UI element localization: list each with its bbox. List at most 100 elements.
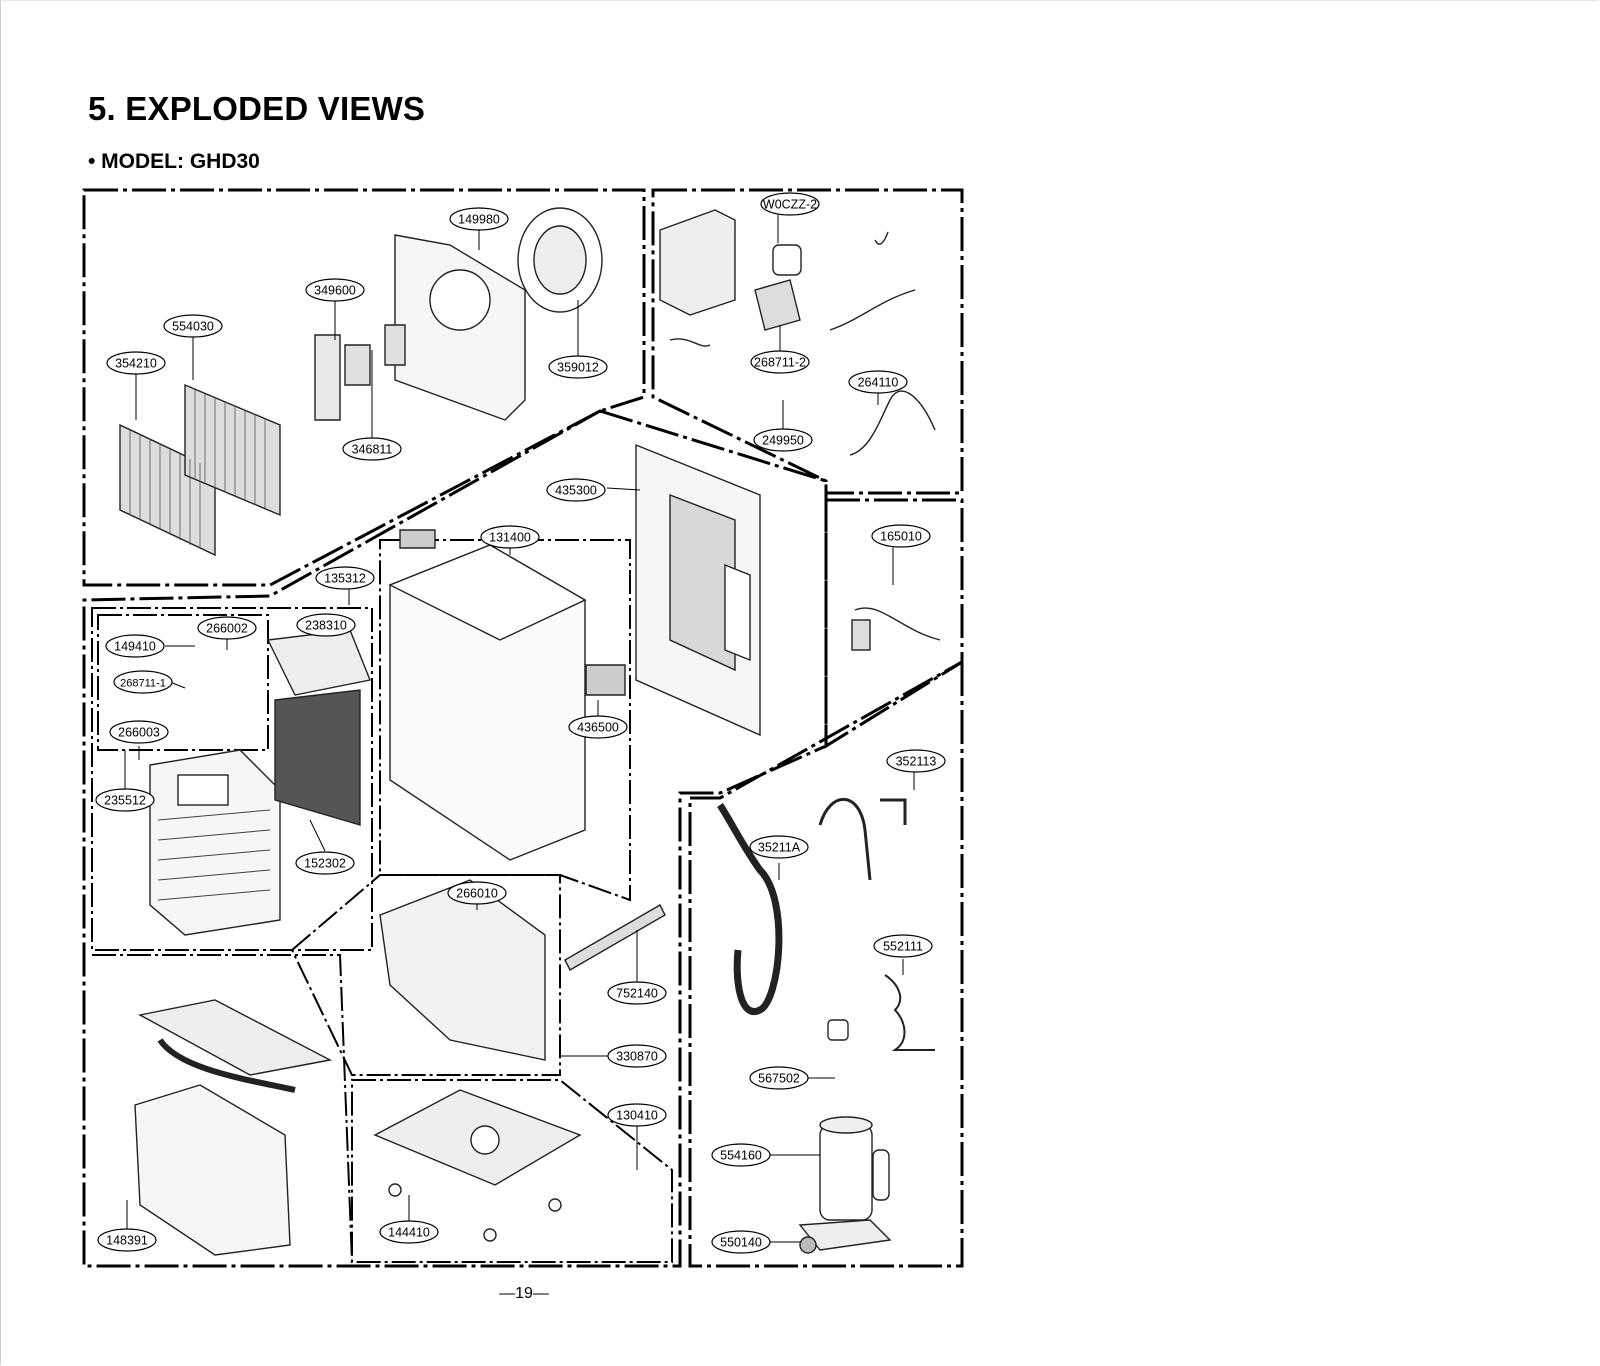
control-box [659, 209, 936, 456]
part-tag: 330870 [607, 1044, 667, 1068]
svg-text:268711-2: 268711-2 [754, 356, 806, 370]
part-tag: 550140 [711, 1230, 771, 1254]
part-tag: 567502 [749, 1066, 809, 1090]
svg-text:435300: 435300 [555, 484, 597, 498]
part-tag: 352113 [886, 749, 946, 773]
svg-text:135312: 135312 [324, 572, 366, 586]
part-tag: 35211A [749, 835, 809, 859]
sub-section-outlines [91, 539, 673, 1263]
svg-text:35211A: 35211A [758, 841, 801, 855]
air-filter [274, 689, 361, 826]
part-tag: 266010 [447, 881, 507, 905]
part-tag: 349600 [305, 278, 365, 302]
drain-pipe [564, 904, 666, 971]
svg-text:554030: 554030 [172, 320, 214, 334]
svg-text:131400: 131400 [489, 531, 531, 545]
part-tag: 436500 [568, 715, 628, 739]
part-tag: 346811 [342, 437, 402, 461]
part-tag: 130410 [607, 1103, 667, 1127]
svg-text:436500: 436500 [577, 721, 619, 735]
leader-lines [124, 215, 915, 1243]
control-panel-cover [266, 629, 371, 696]
part-tag: 268711-2 [750, 350, 810, 374]
part-tag: 554160 [711, 1143, 771, 1167]
part-tag: 148391 [97, 1228, 157, 1252]
part-tag: 268711-1 [113, 670, 173, 694]
page-number: —19— [499, 1285, 549, 1302]
part-illustrations [119, 207, 941, 1256]
svg-text:266003: 266003 [118, 726, 160, 740]
model-line: • MODEL: GHD30 [88, 150, 260, 173]
part-tag: 554030 [163, 314, 223, 338]
svg-text:268711-1: 268711-1 [120, 678, 166, 690]
part-tag: 435300 [546, 478, 606, 502]
svg-text:165010: 165010 [880, 530, 922, 544]
sub-section-controls-inner [97, 614, 269, 751]
svg-text:144410: 144410 [388, 1226, 430, 1240]
svg-text:130410: 130410 [616, 1109, 658, 1123]
rear-panel [635, 443, 761, 737]
sub-section-cabinet-frame [379, 539, 631, 902]
svg-text:W0CZZ-2: W0CZZ-2 [763, 198, 817, 212]
svg-text:567502: 567502 [758, 1072, 800, 1086]
part-tag: 249950 [753, 428, 813, 452]
part-tag: 149980 [449, 207, 509, 231]
part-tag: 752140 [607, 981, 667, 1005]
part-tag: 264110 [848, 370, 908, 394]
svg-text:266002: 266002 [206, 622, 248, 636]
svg-text:752140: 752140 [616, 987, 658, 1001]
svg-text:554160: 554160 [720, 1149, 762, 1163]
sub-section-base [351, 1079, 673, 1263]
part-tag: 144410 [379, 1220, 439, 1244]
part-tag: 149410 [105, 634, 165, 658]
part-tag: 135312 [315, 566, 375, 590]
part-tag: 552111 [873, 934, 933, 958]
section-refrigeration [688, 659, 964, 1268]
sub-section-base-frame [290, 874, 561, 1076]
svg-text:235512: 235512 [104, 794, 146, 808]
part-tag: 266002 [197, 616, 257, 640]
svg-text:552111: 552111 [883, 940, 923, 954]
part-tag: 131400 [480, 525, 540, 549]
blower-wheel [517, 207, 603, 313]
page-title: 5. EXPLODED VIEWS [88, 90, 426, 127]
svg-text:352113: 352113 [896, 755, 937, 769]
svg-text:264110: 264110 [858, 376, 899, 390]
part-tags: 149980 349600 554030 354210 359012 34681… [95, 192, 946, 1254]
part-tag: 152302 [295, 851, 355, 875]
part-tag: 238310 [296, 613, 356, 637]
base-frame [379, 879, 546, 1061]
svg-text:266010: 266010 [456, 887, 498, 901]
svg-text:349600: 349600 [314, 284, 356, 298]
section-fan-evaporator [82, 188, 646, 587]
refrigeration-parts [717, 607, 941, 1254]
svg-text:550140: 550140 [720, 1236, 762, 1250]
svg-text:354210: 354210 [115, 357, 157, 371]
part-tag: 266003 [109, 720, 169, 744]
base-pan [373, 1089, 582, 1242]
condenser-coil [119, 383, 281, 557]
part-tag: 359012 [548, 355, 608, 379]
fan-housing [314, 234, 526, 421]
sub-section-control-panel [91, 607, 373, 951]
part-tag: 235512 [95, 788, 155, 812]
svg-text:238310: 238310 [305, 619, 347, 633]
water-bucket [134, 999, 333, 1256]
svg-text:359012: 359012 [557, 361, 599, 375]
part-tag: 165010 [871, 524, 931, 548]
front-panel [149, 749, 281, 936]
svg-text:330870: 330870 [616, 1050, 658, 1064]
svg-text:149410: 149410 [114, 640, 156, 654]
section-outlines [82, 188, 964, 1268]
svg-text:149980: 149980 [458, 213, 500, 227]
part-tag: W0CZZ-2 [760, 192, 820, 216]
svg-text:148391: 148391 [106, 1234, 148, 1248]
cabinet [388, 529, 626, 861]
svg-text:152302: 152302 [304, 857, 346, 871]
svg-text:346811: 346811 [352, 443, 393, 457]
sub-section-bucket [92, 954, 353, 1263]
svg-text:249950: 249950 [762, 434, 804, 448]
part-tag: 354210 [106, 351, 166, 375]
